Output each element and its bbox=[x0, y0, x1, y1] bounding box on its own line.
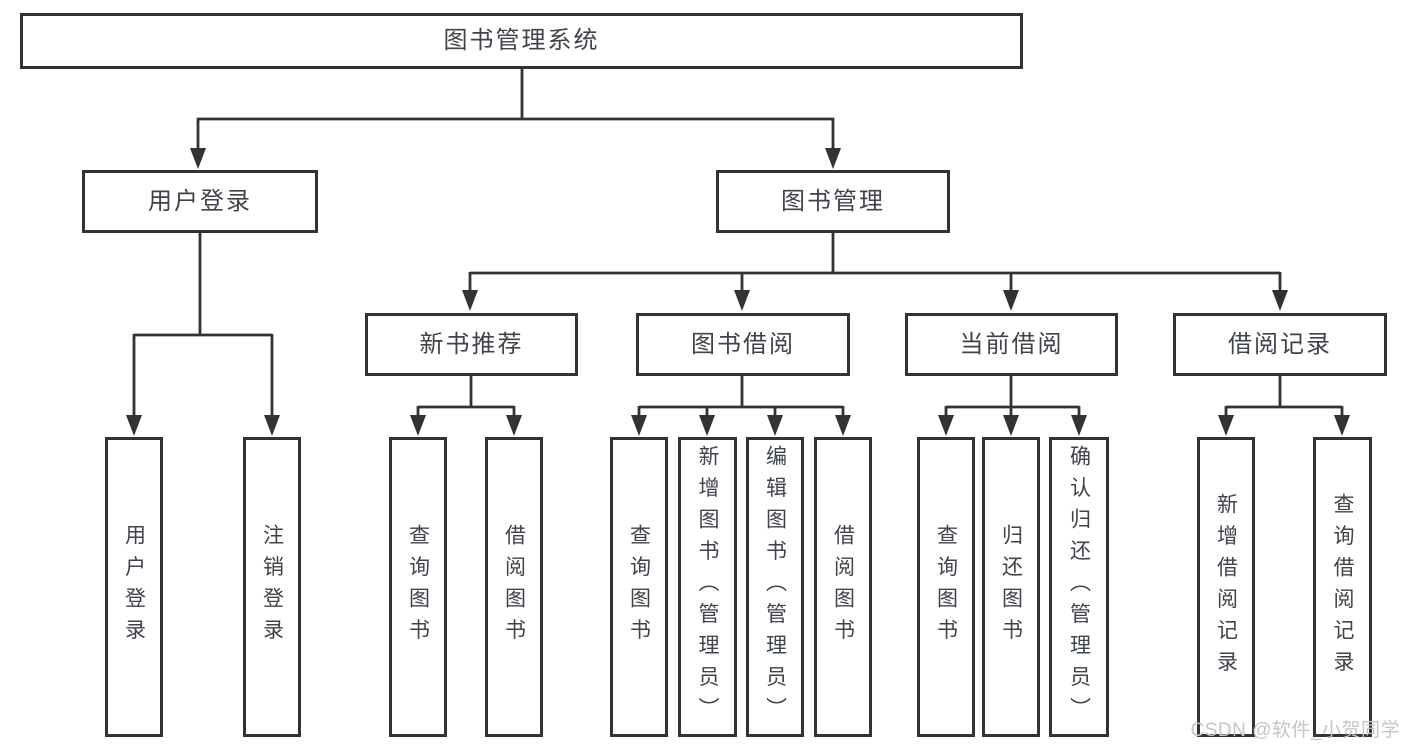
leaf-confirm-return-admin: 确认归还（管理员） bbox=[1049, 437, 1109, 737]
leaf-return-books: 归还图书 bbox=[982, 437, 1040, 737]
leaf-borrow-books-recommend: 借阅图书 bbox=[485, 437, 543, 737]
node-book-management: 图书管理 bbox=[716, 170, 950, 233]
leaf-query-books-current: 查询图书 bbox=[917, 437, 975, 737]
leaf-query-borrow-record: 查询借阅记录 bbox=[1313, 437, 1372, 737]
node-new-book-recommend: 新书推荐 bbox=[365, 313, 578, 376]
leaf-query-books-borrow: 查询图书 bbox=[610, 437, 668, 737]
leaf-add-borrow-record: 新增借阅记录 bbox=[1197, 437, 1255, 737]
leaf-edit-books-admin: 编辑图书（管理员） bbox=[746, 437, 804, 737]
node-book-borrowing: 图书借阅 bbox=[636, 313, 850, 376]
leaf-add-books-admin: 新增图书（管理员） bbox=[678, 437, 737, 737]
node-borrowing-records: 借阅记录 bbox=[1173, 313, 1387, 376]
node-user-login: 用户登录 bbox=[82, 170, 318, 233]
leaf-user-login: 用户登录 bbox=[105, 437, 163, 737]
node-current-borrowing: 当前借阅 bbox=[905, 313, 1118, 376]
leaf-borrow-books: 借阅图书 bbox=[814, 437, 872, 737]
leaf-logout: 注销登录 bbox=[243, 437, 301, 737]
csdn-watermark: CSDN @软件_小贺同学 bbox=[1190, 720, 1400, 741]
node-library-system: 图书管理系统 bbox=[20, 13, 1023, 69]
leaf-query-books-recommend: 查询图书 bbox=[389, 437, 447, 737]
